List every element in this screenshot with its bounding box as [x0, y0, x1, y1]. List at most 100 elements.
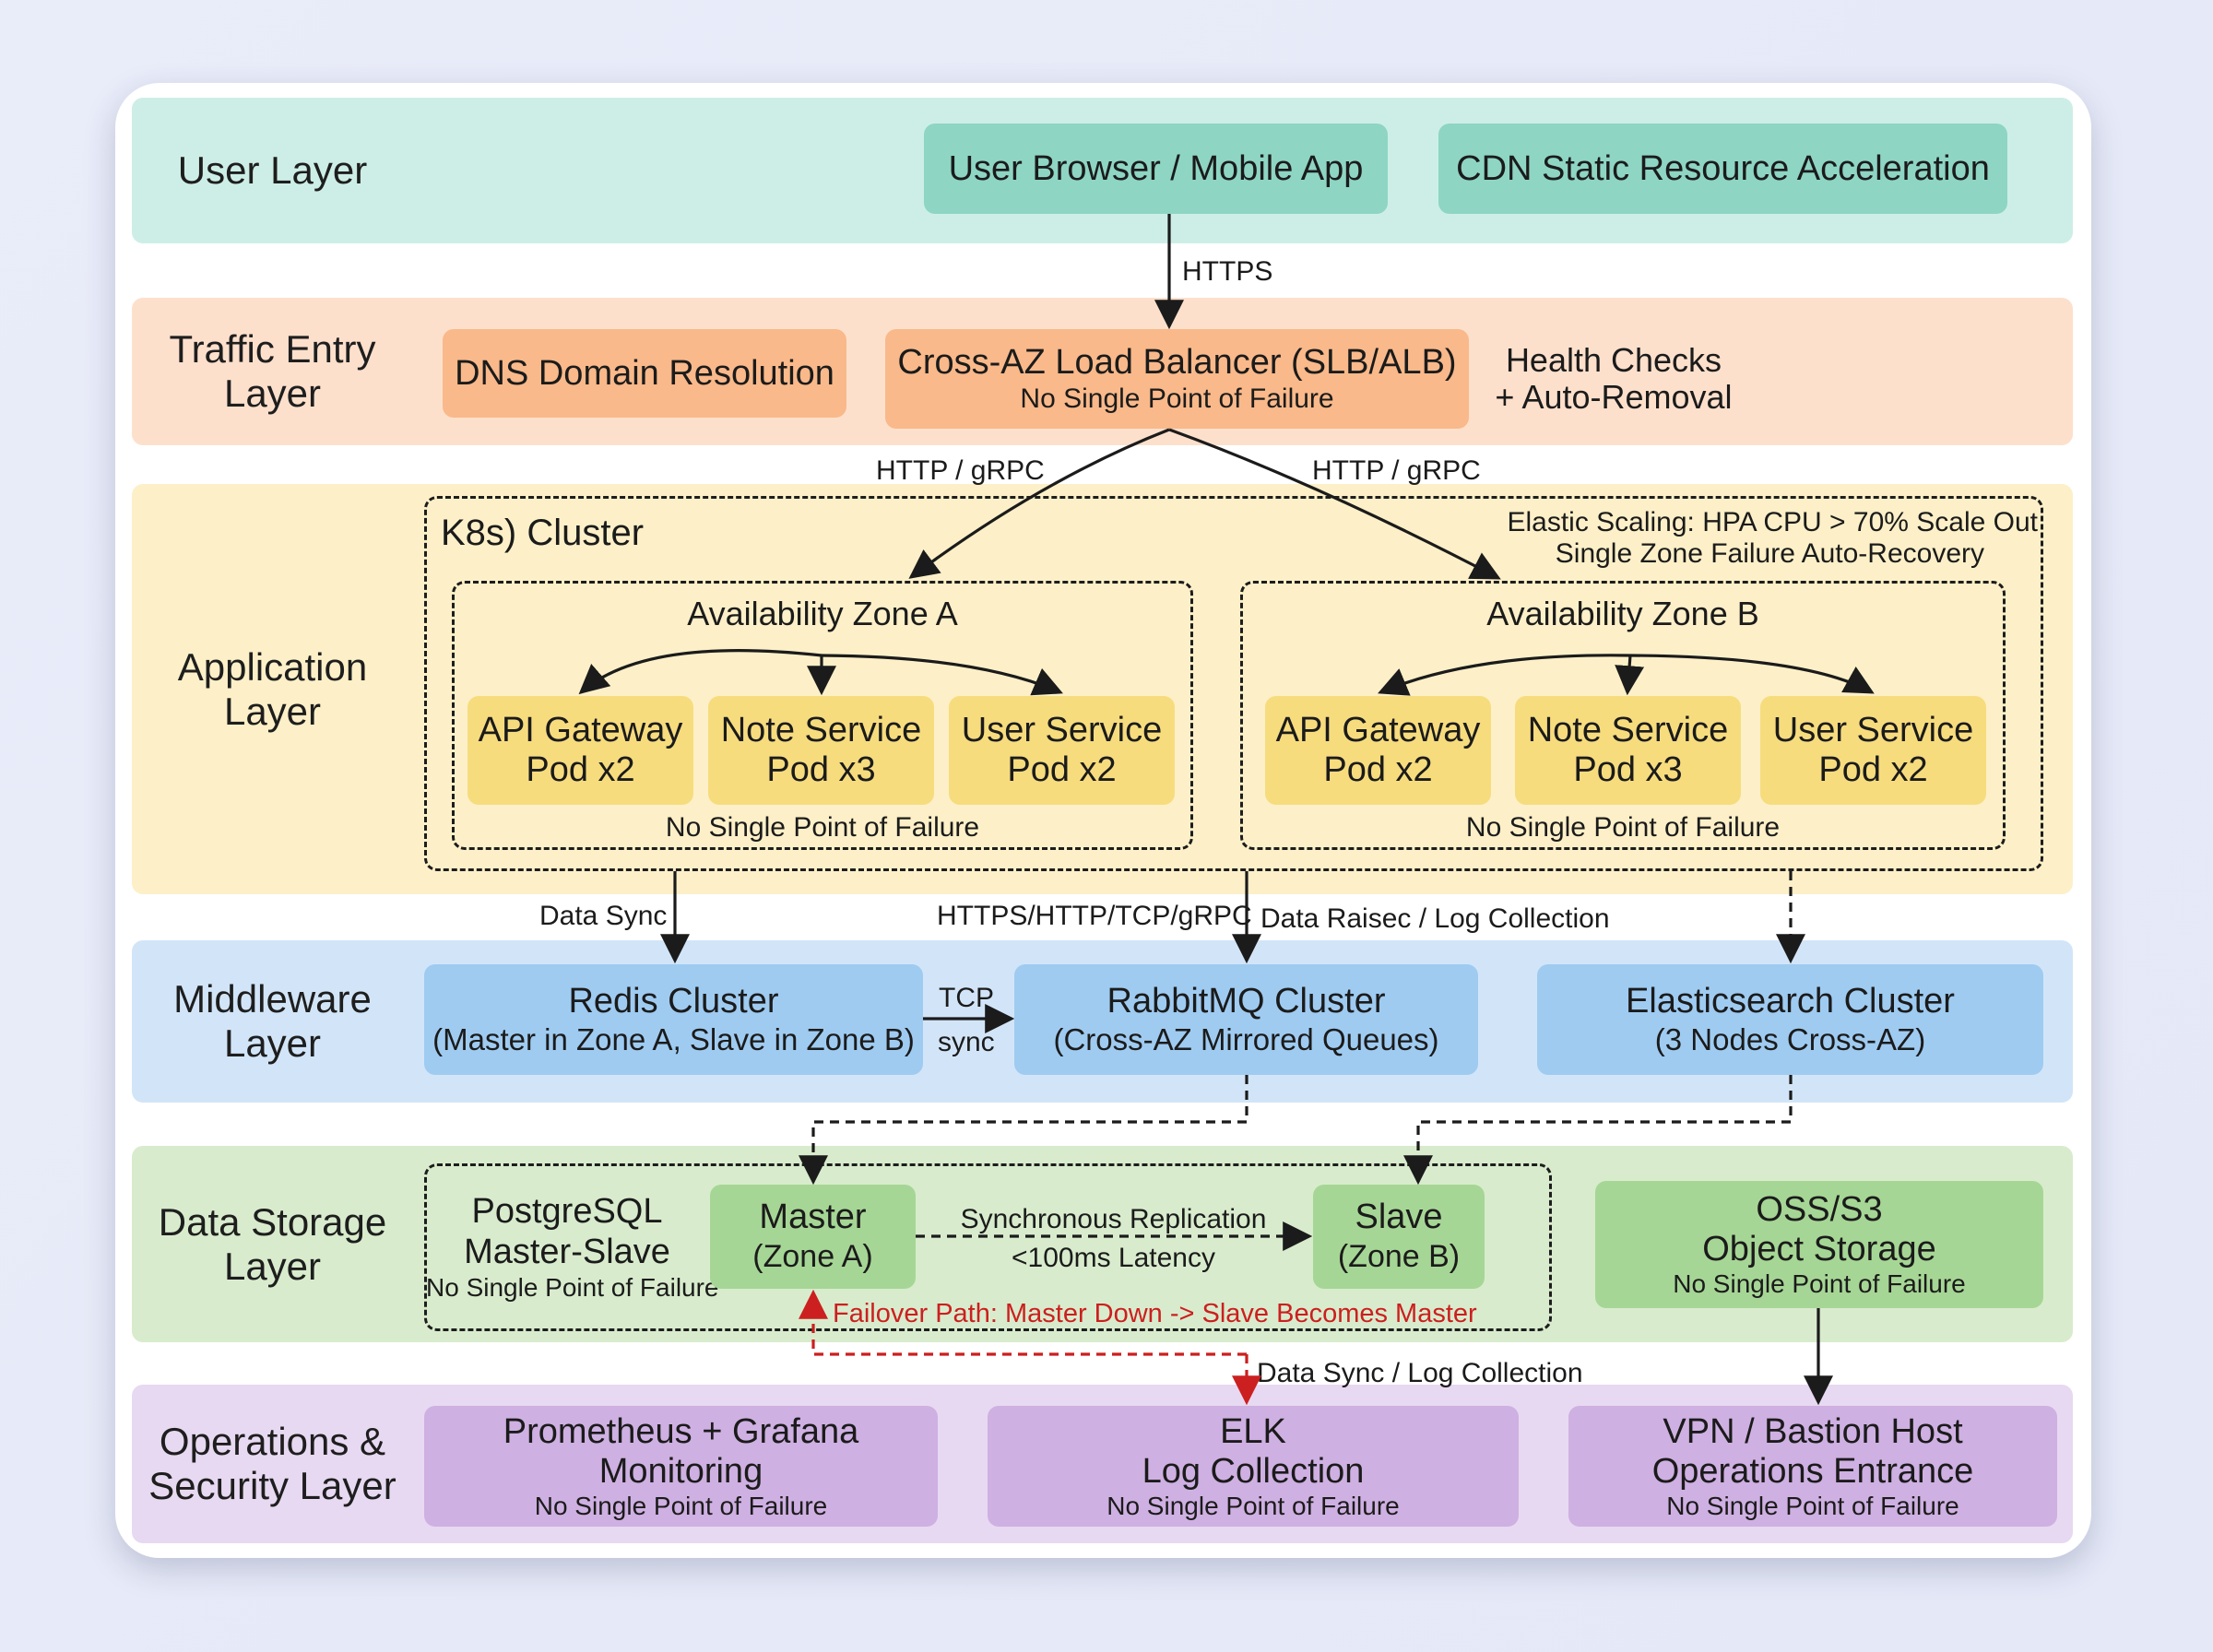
zone-b-arrow-middle — [1615, 655, 1645, 696]
rabbitmq-to-master-arrow — [799, 1075, 1249, 1186]
replication-note-line2: <100ms Latency — [1012, 1243, 1215, 1273]
application-layer-label-line2: Layer — [223, 689, 322, 733]
cdn-node[interactable]: CDN Static Resource Acceleration — [1438, 124, 2007, 214]
prometheus-node-line1: Prometheus + Grafana — [503, 1411, 859, 1451]
zone-b-api-gateway-line2: Pod x2 — [1323, 750, 1433, 789]
tcp-connector-label: TCP — [939, 983, 994, 1013]
cdn-node-title: CDN Static Resource Acceleration — [1456, 148, 1990, 188]
redis-cluster-node[interactable]: Redis Cluster (Master in Zone A, Slave i… — [424, 964, 923, 1075]
data-sync-log-connector-label: Data Sync / Log Collection — [1257, 1358, 1583, 1388]
availability-zone-b — [1240, 581, 2006, 850]
zone-b-note-service-line1: Note Service — [1527, 711, 1729, 749]
elastic-scaling-note: Elastic Scaling: HPA CPU > 70% Scale Out… — [1438, 507, 2038, 570]
https-connector-label: HTTPS — [1182, 256, 1273, 287]
postgresql-label-line1: PostgreSQL — [471, 1192, 663, 1231]
replication-note-line1: Synchronous Replication — [960, 1204, 1267, 1234]
zone-b-user-service-line1: User Service — [1772, 711, 1974, 749]
elasticsearch-cluster-subtitle: (3 Nodes Cross-AZ) — [1654, 1021, 1926, 1056]
elasticsearch-to-slave-arrow — [1403, 1075, 1793, 1186]
application-layer-label-line1: Application — [177, 644, 368, 689]
application-layer-label: Application Layer — [132, 484, 413, 894]
object-storage-line2: Object Storage — [1702, 1230, 1936, 1268]
health-checks-note-line2: + Auto-Removal — [1495, 378, 1733, 416]
application-layer-band — [132, 484, 2073, 894]
redis-cluster-title: Redis Cluster — [568, 981, 779, 1021]
user-browser-node-title: User Browser / Mobile App — [948, 148, 1364, 188]
zone-b-arrow-right — [1629, 654, 1875, 694]
failover-path-label: Failover Path: Master Down -> Slave Beco… — [833, 1299, 1477, 1328]
grpc-right-arrow — [1168, 428, 1501, 580]
redis-cluster-subtitle: (Master in Zone A, Slave in Zone B) — [432, 1021, 915, 1056]
data-sync-connector-label: Data Sync — [539, 901, 668, 931]
zone-a-note-service-pod[interactable]: Note Service Pod x3 — [708, 696, 934, 805]
health-checks-note: Health Checks + Auto-Removal — [1485, 342, 1743, 416]
zone-b-user-service-line2: Pod x2 — [1818, 750, 1928, 789]
postgresql-slave-node[interactable]: Slave (Zone B) — [1313, 1185, 1485, 1289]
zone-a-user-service-line2: Pod x2 — [1007, 750, 1117, 789]
vpn-bastion-node[interactable]: VPN / Bastion Host Operations Entrance N… — [1568, 1406, 2057, 1527]
object-storage-subtitle: No Single Point of Failure — [1673, 1269, 1966, 1298]
load-balancer-node-subtitle: No Single Point of Failure — [1020, 383, 1334, 414]
dns-node-title: DNS Domain Resolution — [455, 353, 834, 393]
prometheus-node-line2: Monitoring — [598, 1451, 763, 1491]
postgresql-label-subtitle: No Single Point of Failure — [426, 1273, 719, 1302]
elk-node-subtitle: No Single Point of Failure — [1106, 1491, 1400, 1520]
ops-layer-label-line2: Security Layer — [148, 1464, 396, 1507]
replication-note: Synchronous Replication <100ms Latency — [922, 1197, 1305, 1274]
postgresql-label: PostgreSQL Master-Slave No Single Point … — [426, 1191, 719, 1304]
storage-layer-label-line1: Data Storage — [158, 1199, 387, 1244]
zone-a-title: Availability Zone A — [687, 595, 958, 632]
zone-b-user-service-pod[interactable]: User Service Pod x2 — [1760, 696, 1986, 805]
protocols-connector-label: HTTPS/HTTP/TCP/gRPC — [937, 901, 1252, 931]
zone-a-arrow-left — [578, 649, 822, 695]
object-storage-line1: OSS/S3 — [1756, 1190, 1883, 1229]
load-balancer-node[interactable]: Cross-AZ Load Balancer (SLB/ALB) No Sing… — [885, 329, 1469, 429]
rabbitmq-cluster-node[interactable]: RabbitMQ Cluster (Cross-AZ Mirrored Queu… — [1014, 964, 1478, 1075]
user-layer-label-text: User Layer — [177, 148, 368, 192]
availability-zone-a — [452, 581, 1193, 850]
elasticsearch-cluster-title: Elasticsearch Cluster — [1626, 981, 1955, 1021]
user-browser-node[interactable]: User Browser / Mobile App — [924, 124, 1388, 214]
zone-b-title: Availability Zone B — [1486, 595, 1759, 632]
elk-node-line1: ELK — [1220, 1411, 1286, 1451]
zone-a-api-gateway-pod[interactable]: API Gateway Pod x2 — [467, 696, 693, 805]
postgresql-label-line2: Master-Slave — [464, 1233, 670, 1271]
master-node-line1: Master — [759, 1198, 867, 1236]
elasticsearch-cluster-node[interactable]: Elasticsearch Cluster (3 Nodes Cross-AZ) — [1537, 964, 2043, 1075]
elastic-scaling-note-line1: Elastic Scaling: HPA CPU > 70% Scale Out — [1507, 507, 2038, 537]
middleware-layer-label-line2: Layer — [223, 1021, 322, 1065]
postgresql-group-boundary — [424, 1163, 1552, 1331]
ops-layer-label-line1: Operations & — [159, 1420, 386, 1463]
zone-b-note-service-pod[interactable]: Note Service Pod x3 — [1515, 696, 1741, 805]
prometheus-grafana-node[interactable]: Prometheus + Grafana Monitoring No Singl… — [424, 1406, 938, 1527]
object-storage-node[interactable]: OSS/S3 Object Storage No Single Point of… — [1595, 1181, 2043, 1308]
postgresql-master-node[interactable]: Master (Zone A) — [710, 1185, 916, 1289]
ops-layer-label: Operations & Security Layer — [132, 1385, 413, 1543]
zone-b-api-gateway-pod[interactable]: API Gateway Pod x2 — [1265, 696, 1491, 805]
k8s-cluster-title: K8s) Cluster — [441, 513, 645, 553]
elk-node[interactable]: ELK Log Collection No Single Point of Fa… — [988, 1406, 1519, 1527]
vpn-node-line1: VPN / Bastion Host — [1663, 1411, 1963, 1451]
dns-node[interactable]: DNS Domain Resolution — [443, 329, 846, 418]
traffic-layer-label-line2: Layer — [223, 372, 322, 415]
zone-a-arrow-right — [821, 654, 1063, 696]
vpn-node-line2: Operations Entrance — [1651, 1451, 1974, 1491]
zone-a-footer: No Single Point of Failure — [665, 812, 980, 843]
rabbitmq-cluster-subtitle: (Cross-AZ Mirrored Queues) — [1053, 1021, 1439, 1056]
user-layer-label: User Layer — [132, 98, 413, 243]
zone-b-footer: No Single Point of Failure — [1465, 812, 1781, 843]
health-checks-note-line1: Health Checks — [1505, 341, 1722, 379]
zone-a-note-service-line1: Note Service — [720, 711, 922, 749]
grpc-right-connector-label: HTTP / gRPC — [1312, 455, 1481, 486]
zone-a-note-service-line2: Pod x3 — [766, 750, 876, 789]
grpc-left-connector-label: HTTP / gRPC — [876, 455, 1045, 486]
rabbitmq-cluster-title: RabbitMQ Cluster — [1106, 981, 1386, 1021]
storage-layer-label-line2: Layer — [223, 1244, 322, 1288]
zone-a-user-service-pod[interactable]: User Service Pod x2 — [949, 696, 1175, 805]
middleware-layer-label: Middleware Layer — [132, 940, 413, 1103]
middleware-layer-label-line1: Middleware — [173, 977, 372, 1021]
zone-a-api-gateway-line1: API Gateway — [478, 711, 683, 749]
traffic-layer-label: Traffic Entry Layer — [132, 298, 413, 445]
storage-layer-label: Data Storage Layer — [132, 1146, 413, 1342]
